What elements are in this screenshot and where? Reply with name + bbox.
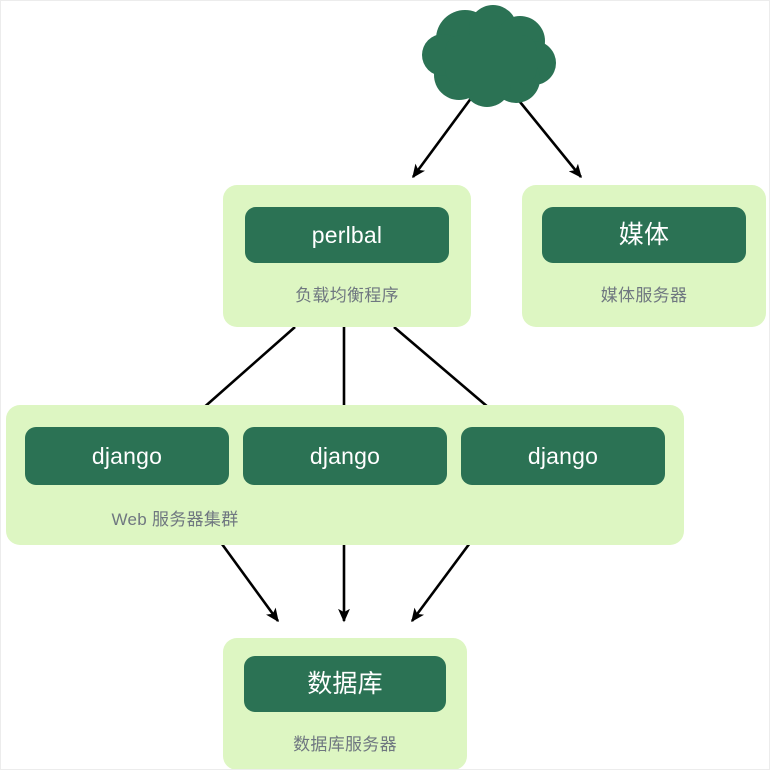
group-load-balancer[interactable]: perlbal 负载均衡程序 — [223, 185, 471, 327]
node-database[interactable]: 数据库 — [244, 656, 446, 712]
node-django-2[interactable]: django — [243, 427, 447, 485]
edge-cloud-to-media — [514, 96, 583, 179]
cloud-icon — [422, 5, 556, 107]
group-load-balancer-label: 负载均衡程序 — [295, 286, 399, 305]
group-media-server[interactable]: 媒体 媒体服务器 — [522, 185, 766, 327]
node-database-label: 数据库 — [307, 669, 383, 698]
node-django-1[interactable]: django — [25, 427, 229, 485]
group-web-server-cluster-label: Web 服务器集群 — [111, 510, 239, 529]
group-database-server-label: 数据库服务器 — [293, 735, 397, 754]
node-django-3-label: django — [527, 442, 599, 469]
internet-cloud[interactable] — [421, 3, 561, 107]
node-perlbal[interactable]: perlbal — [245, 207, 449, 263]
node-django-1-label: django — [91, 442, 163, 469]
group-database-server[interactable]: 数据库 数据库服务器 — [223, 638, 467, 769]
node-media[interactable]: 媒体 — [542, 207, 746, 263]
node-django-3[interactable]: django — [461, 427, 665, 485]
group-web-server-cluster[interactable]: django django django Web 服务器集群 — [6, 405, 684, 545]
edge-cloud-to-load-balancer — [411, 96, 474, 179]
group-media-server-label: 媒体服务器 — [600, 286, 688, 305]
node-media-label: 媒体 — [618, 220, 670, 249]
node-django-2-label: django — [309, 442, 381, 469]
node-perlbal-label: perlbal — [311, 221, 383, 248]
